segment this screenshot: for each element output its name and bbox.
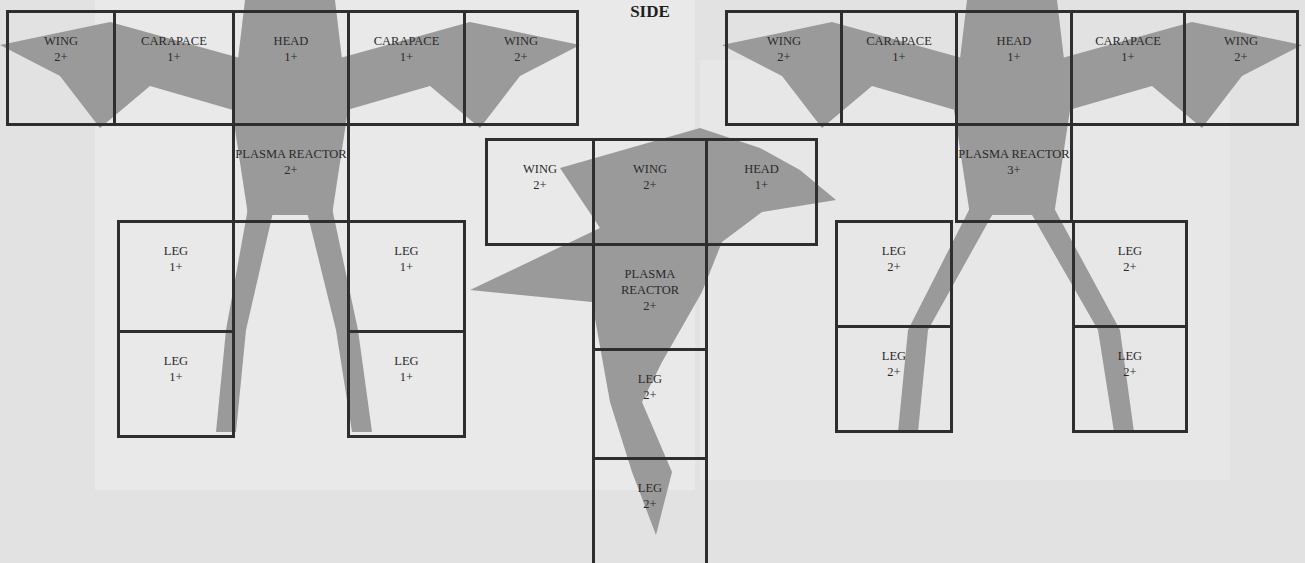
hit-location-box: LEG2+ (835, 220, 953, 328)
hit-location-box: WING2+ (485, 138, 595, 246)
leg-shape (216, 208, 274, 432)
wing-shape (340, 22, 580, 128)
hit-location-box: LEG2+ (835, 325, 953, 433)
armour-value: 1+ (350, 49, 463, 65)
rear-silhouette (722, 0, 1302, 432)
hit-location-box: WING2+ (725, 10, 843, 126)
hit-location-box: LEG1+ (347, 330, 466, 438)
location-name: WING (595, 161, 705, 177)
location-name: WING (488, 161, 592, 177)
hit-location-box: CARAPACE1+ (113, 10, 235, 126)
armour-value: 2+ (595, 387, 705, 403)
location-name: PLASMA REACTOR (595, 266, 705, 298)
armour-value: 2+ (488, 177, 592, 193)
hit-location-box: LEG2+ (592, 348, 708, 460)
leg-shape (898, 208, 996, 432)
armour-value: 1+ (120, 369, 232, 385)
location-name: HEAD (708, 161, 815, 177)
armour-value: 2+ (838, 259, 950, 275)
body-shape (954, 0, 1070, 215)
location-name: HEAD (235, 33, 347, 49)
hit-location-box: LEG2+ (1072, 220, 1188, 328)
armour-value: 1+ (350, 259, 463, 275)
armour-value: 2+ (595, 177, 705, 193)
armour-value: 2+ (595, 298, 705, 314)
location-name: LEG (838, 243, 950, 259)
location-name: LEG (1075, 243, 1185, 259)
location-name: CARAPACE (1073, 33, 1183, 49)
hit-location-box: LEG1+ (347, 220, 466, 333)
armour-value: 1+ (958, 49, 1070, 65)
hit-location-box: PLASMA REACTOR2+ (592, 243, 708, 351)
armour-value: 1+ (120, 259, 232, 275)
hit-location-box: PLASMA REACTOR3+ (955, 123, 1073, 223)
location-name: LEG (350, 353, 463, 369)
armour-value: 1+ (350, 369, 463, 385)
location-name: LEG (120, 353, 232, 369)
hit-location-box: HEAD1+ (232, 10, 350, 126)
location-name: WING (466, 33, 576, 49)
hit-location-box: WING2+ (592, 138, 708, 246)
armour-value: 1+ (843, 49, 955, 65)
location-name: CARAPACE (116, 33, 232, 49)
hit-location-box: LEG1+ (117, 330, 235, 438)
hit-location-box: WING2+ (463, 10, 579, 126)
location-name: CARAPACE (843, 33, 955, 49)
body-shape (232, 0, 348, 215)
wing-shape (0, 22, 240, 128)
hit-location-box: WING2+ (1183, 10, 1299, 126)
location-name: WING (1186, 33, 1296, 49)
location-name: LEG (350, 243, 463, 259)
armour-value: 2+ (466, 49, 576, 65)
location-name: LEG (120, 243, 232, 259)
armour-value: 2+ (1075, 364, 1185, 380)
armour-value: 2+ (1075, 259, 1185, 275)
side-body-shape (470, 128, 836, 535)
armour-value: 1+ (235, 49, 347, 65)
hit-location-box: CARAPACE1+ (840, 10, 958, 126)
location-name: PLASMA REACTOR (958, 146, 1070, 162)
view-heading: SIDE (630, 2, 670, 22)
armour-value: 3+ (958, 162, 1070, 178)
location-name: HEAD (958, 33, 1070, 49)
hit-location-box: CARAPACE1+ (347, 10, 466, 126)
side-silhouette (470, 128, 836, 535)
hit-location-box: WING2+ (6, 10, 116, 126)
armour-value: 2+ (9, 49, 113, 65)
location-name: LEG (838, 348, 950, 364)
hit-location-box: HEAD1+ (705, 138, 818, 246)
armour-value: 1+ (708, 177, 815, 193)
location-name: LEG (595, 480, 705, 496)
leg-shape (1028, 208, 1134, 432)
location-name: LEG (595, 371, 705, 387)
hit-location-box: LEG1+ (117, 220, 235, 333)
armour-value: 1+ (1073, 49, 1183, 65)
hit-location-box: PLASMA REACTOR2+ (232, 123, 350, 223)
armour-value: 2+ (235, 162, 347, 178)
location-name: LEG (1075, 348, 1185, 364)
front-silhouette (0, 0, 580, 432)
armour-value: 2+ (1186, 49, 1296, 65)
background-panel (700, 60, 1230, 480)
hit-location-box: HEAD1+ (955, 10, 1073, 126)
leg-shape (306, 208, 372, 432)
wing-shape (1062, 22, 1302, 128)
hit-location-box: LEG2+ (1072, 325, 1188, 433)
armour-value: 2+ (595, 496, 705, 512)
location-name: CARAPACE (350, 33, 463, 49)
armour-value: 1+ (116, 49, 232, 65)
armour-value: 2+ (838, 364, 950, 380)
armour-value: 2+ (728, 49, 840, 65)
hit-location-box: CARAPACE1+ (1070, 10, 1186, 126)
hit-location-box: LEG2+ (592, 457, 708, 563)
location-name: WING (9, 33, 113, 49)
location-name: WING (728, 33, 840, 49)
location-name: PLASMA REACTOR (235, 146, 347, 162)
